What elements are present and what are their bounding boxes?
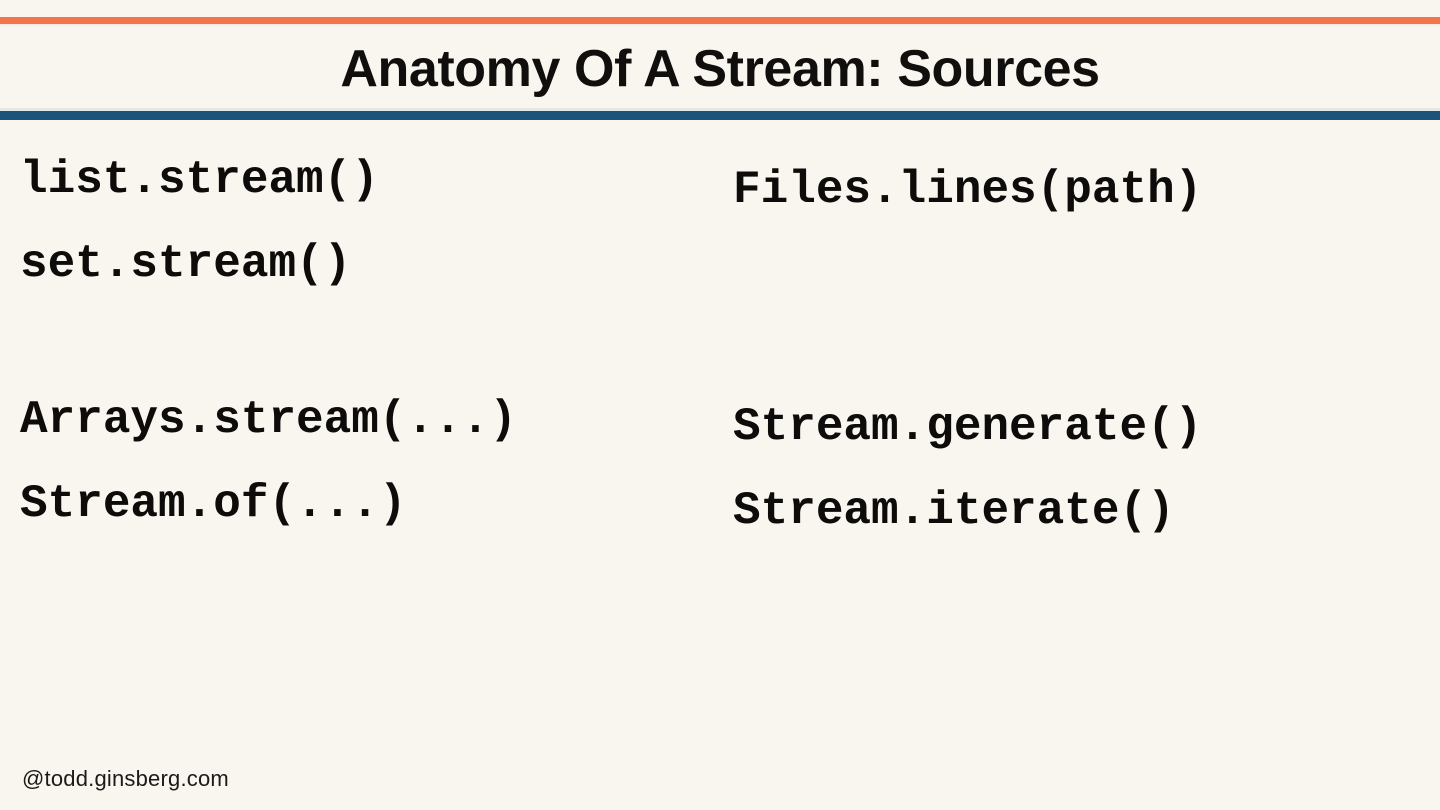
code-block-collections: list.stream() set.stream() xyxy=(20,138,379,306)
code-block-files: Files.lines(path) xyxy=(733,148,1202,232)
title-bar: Anatomy Of A Stream: Sources xyxy=(0,30,1440,108)
blue-accent-rule xyxy=(0,111,1440,120)
code-line: Stream.iterate() xyxy=(733,485,1175,537)
code-line: Stream.of(...) xyxy=(20,478,407,530)
blue-accent-rule-highlight xyxy=(0,108,1440,111)
orange-accent-rule-shadow xyxy=(0,24,1440,26)
orange-accent-rule xyxy=(0,17,1440,24)
code-block-infinite-streams: Stream.generate() Stream.iterate() xyxy=(733,385,1202,553)
content-area: list.stream() set.stream() Arrays.stream… xyxy=(0,120,1440,740)
page-title: Anatomy Of A Stream: Sources xyxy=(340,40,1100,98)
code-line: Arrays.stream(...) xyxy=(20,394,517,446)
code-line: list.stream() xyxy=(20,154,379,206)
code-block-arrays-and-of: Arrays.stream(...) Stream.of(...) xyxy=(20,378,517,546)
code-line: set.stream() xyxy=(20,238,352,290)
code-line: Files.lines(path) xyxy=(733,164,1203,216)
code-line: Stream.generate() xyxy=(733,401,1203,453)
author-handle: @todd.ginsberg.com xyxy=(22,766,229,791)
footer: @todd.ginsberg.com xyxy=(22,766,229,792)
